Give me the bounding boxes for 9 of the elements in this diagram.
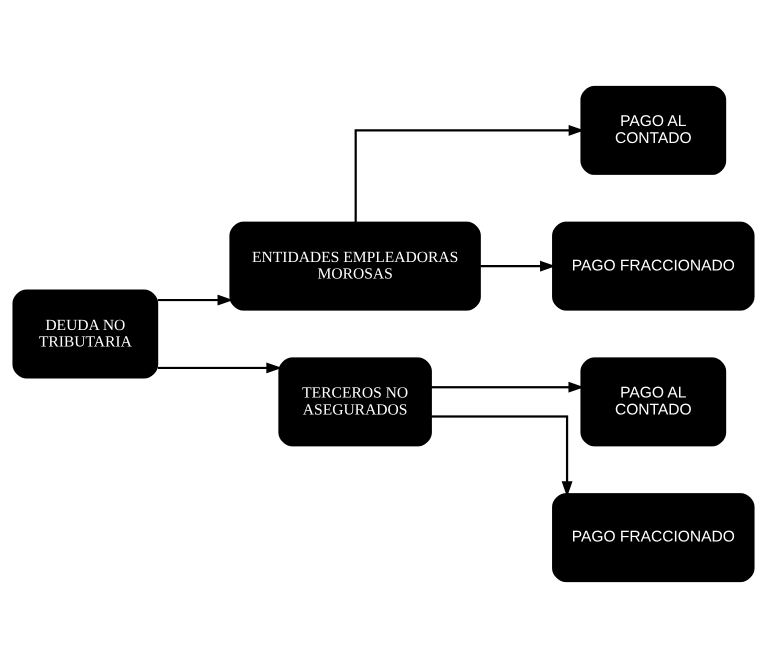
node-box: PAGO AL CONTADO [580, 86, 726, 175]
arrow [158, 362, 282, 374]
node-box: DEUDA NO TRIBUTARIA [12, 290, 158, 378]
node-box: TERCEROS NO ASEGURADOS [278, 357, 432, 446]
node-box: ENTIDADES EMPLEADORAS MOROSAS [229, 222, 481, 311]
node-box: PAGO FRACCIONADO [552, 493, 755, 582]
node-box: PAGO AL CONTADO [580, 357, 726, 446]
arrow [158, 294, 234, 306]
node-box: PAGO FRACCIONADO [552, 222, 755, 311]
